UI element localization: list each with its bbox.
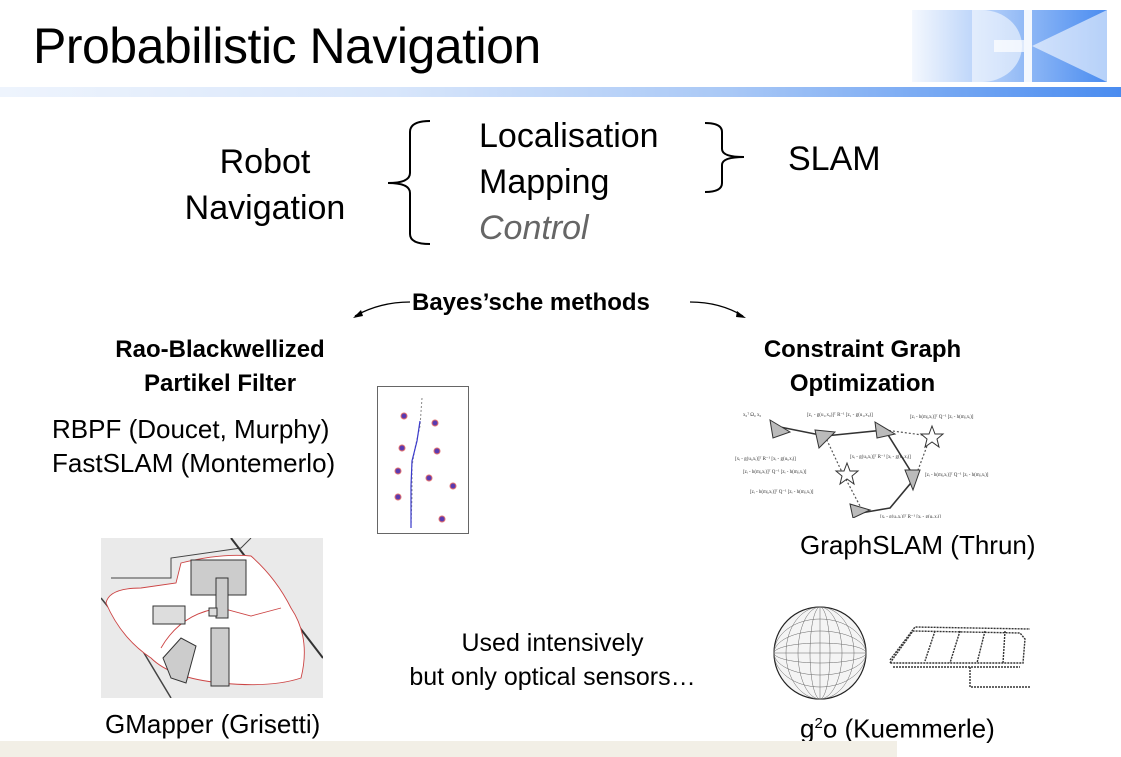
constraint-graph-heading-line1: Constraint Graph (763, 336, 962, 363)
svg-text:[xᵢ - g(uᵢ,xᵢ)]ᵀ R⁻¹ [xᵢ - g(u: [xᵢ - g(uᵢ,xᵢ)]ᵀ R⁻¹ [xᵢ - g(uᵢ,xᵢ)] (735, 456, 796, 462)
robot-navigation-label: Robot Navigation (165, 139, 365, 231)
rbpf-heading-line2: Partikel Filter (143, 370, 297, 397)
logo-letter-k (1032, 10, 1107, 82)
slam-label: SLAM (788, 140, 881, 178)
svg-text:x₀ᵀ Ω₀ x₀: x₀ᵀ Ω₀ x₀ (743, 412, 762, 418)
svg-text:[zᵢ - h(mⱼ,xᵢ)]ᵀ Q⁻¹ [zᵢ - h(m: [zᵢ - h(mⱼ,xᵢ)]ᵀ Q⁻¹ [zᵢ - h(mⱼ,xᵢ)] (750, 489, 814, 495)
svg-text:[z₁ - g(u₁,x₀)]ᵀ R⁻¹ [z₁ - g(u: [z₁ - g(u₁,x₀)]ᵀ R⁻¹ [z₁ - g(u₁,x₀)] (807, 412, 873, 418)
component-mapping: Mapping (479, 163, 610, 201)
landmarks (394, 412, 457, 523)
bayes-methods-label: Bayes’sche methods (412, 289, 650, 316)
sensor-note: Used intensively but only optical sensor… (375, 626, 730, 694)
true-path (410, 420, 421, 528)
gmapper-map-figure (101, 538, 323, 698)
component-localisation: Localisation (479, 117, 659, 155)
g2o-caption-base: g (800, 713, 815, 744)
svg-text:[xᵢ - g(uᵢ,xᵢ)]ᵀ R⁻¹ [xᵢ - g(u: [xᵢ - g(uᵢ,xᵢ)]ᵀ R⁻¹ [xᵢ - g(uᵢ,xᵢ)] (850, 454, 911, 460)
rbpf-heading-line1: Rao-Blackwellized (115, 336, 325, 363)
dfki-logo (912, 10, 1107, 82)
navigation-label: Navigation (184, 189, 346, 227)
g2o-caption: g2o (Kuemmerle) (800, 707, 995, 746)
sensor-note-line1: Used intensively (461, 629, 644, 657)
right-brace-icon (704, 122, 745, 193)
constraint-graph-heading: Constraint Graph Optimization (720, 333, 1005, 401)
graphslam-figure: x₀ᵀ Ω₀ x₀ [z₁ - g(u₁,x₀)]ᵀ R⁻¹ [z₁ - g(u… (735, 412, 989, 518)
svg-text:[zᵢ - h(mⱼ,xᵢ)]ᵀ Q⁻¹ [zᵢ - h(m: [zᵢ - h(mⱼ,xᵢ)]ᵀ Q⁻¹ [zᵢ - h(mⱼ,xᵢ)] (743, 469, 807, 475)
rbpf-item: RBPF (Doucet, Murphy) (52, 414, 330, 444)
logo-letter-f (994, 40, 1024, 52)
particle-filter-figure (377, 386, 469, 534)
pose-nodes (769, 419, 921, 518)
rbpf-heading: Rao-Blackwellized Partikel Filter (60, 333, 380, 401)
footer-bar (0, 741, 897, 757)
graphslam-caption: GraphSLAM (Thrun) (800, 530, 1036, 560)
robot-label: Robot (219, 143, 311, 181)
svg-text:[zᵢ - h(mⱼ,xᵢ)]ᵀ Q⁻¹ [zᵢ - h(m: [zᵢ - h(mⱼ,xᵢ)]ᵀ Q⁻¹ [zᵢ - h(mⱼ,xᵢ)] (910, 414, 974, 420)
title-divider (0, 87, 1121, 97)
constraint-graph-heading-line2: Optimization (789, 370, 936, 397)
slide-title: Probabilistic Navigation (33, 18, 541, 74)
left-brace-icon (387, 120, 431, 245)
g2o-caption-rest: o (Kuemmerle) (822, 713, 995, 744)
trajectory-graph-figure (889, 626, 1031, 688)
component-control: Control (479, 209, 589, 247)
map-trajectory (105, 554, 305, 686)
gmapper-caption: GMapper (Grisetti) (105, 709, 321, 739)
sensor-note-line2: but only optical sensors… (409, 663, 696, 691)
fastslam-item: FastSLAM (Montemerlo) (52, 448, 336, 478)
svg-text:[zᵢ - h(mⱼ,xᵢ)]ᵀ Q⁻¹ [zᵢ - h(m: [zᵢ - h(mⱼ,xᵢ)]ᵀ Q⁻¹ [zᵢ - h(mⱼ,xᵢ)] (925, 472, 989, 478)
methods-arrows-icon (353, 301, 746, 318)
g2o-caption-sup: 2 (814, 715, 823, 732)
svg-text:[xᵢ - g(uᵢ,xᵢ)]ᵀ R⁻¹ [xᵢ - g(u: [xᵢ - g(uᵢ,xᵢ)]ᵀ R⁻¹ [xᵢ - g(uᵢ,xᵢ)] (880, 514, 941, 518)
landmark-stars (834, 424, 945, 486)
sphere-graph-figure (773, 606, 867, 700)
